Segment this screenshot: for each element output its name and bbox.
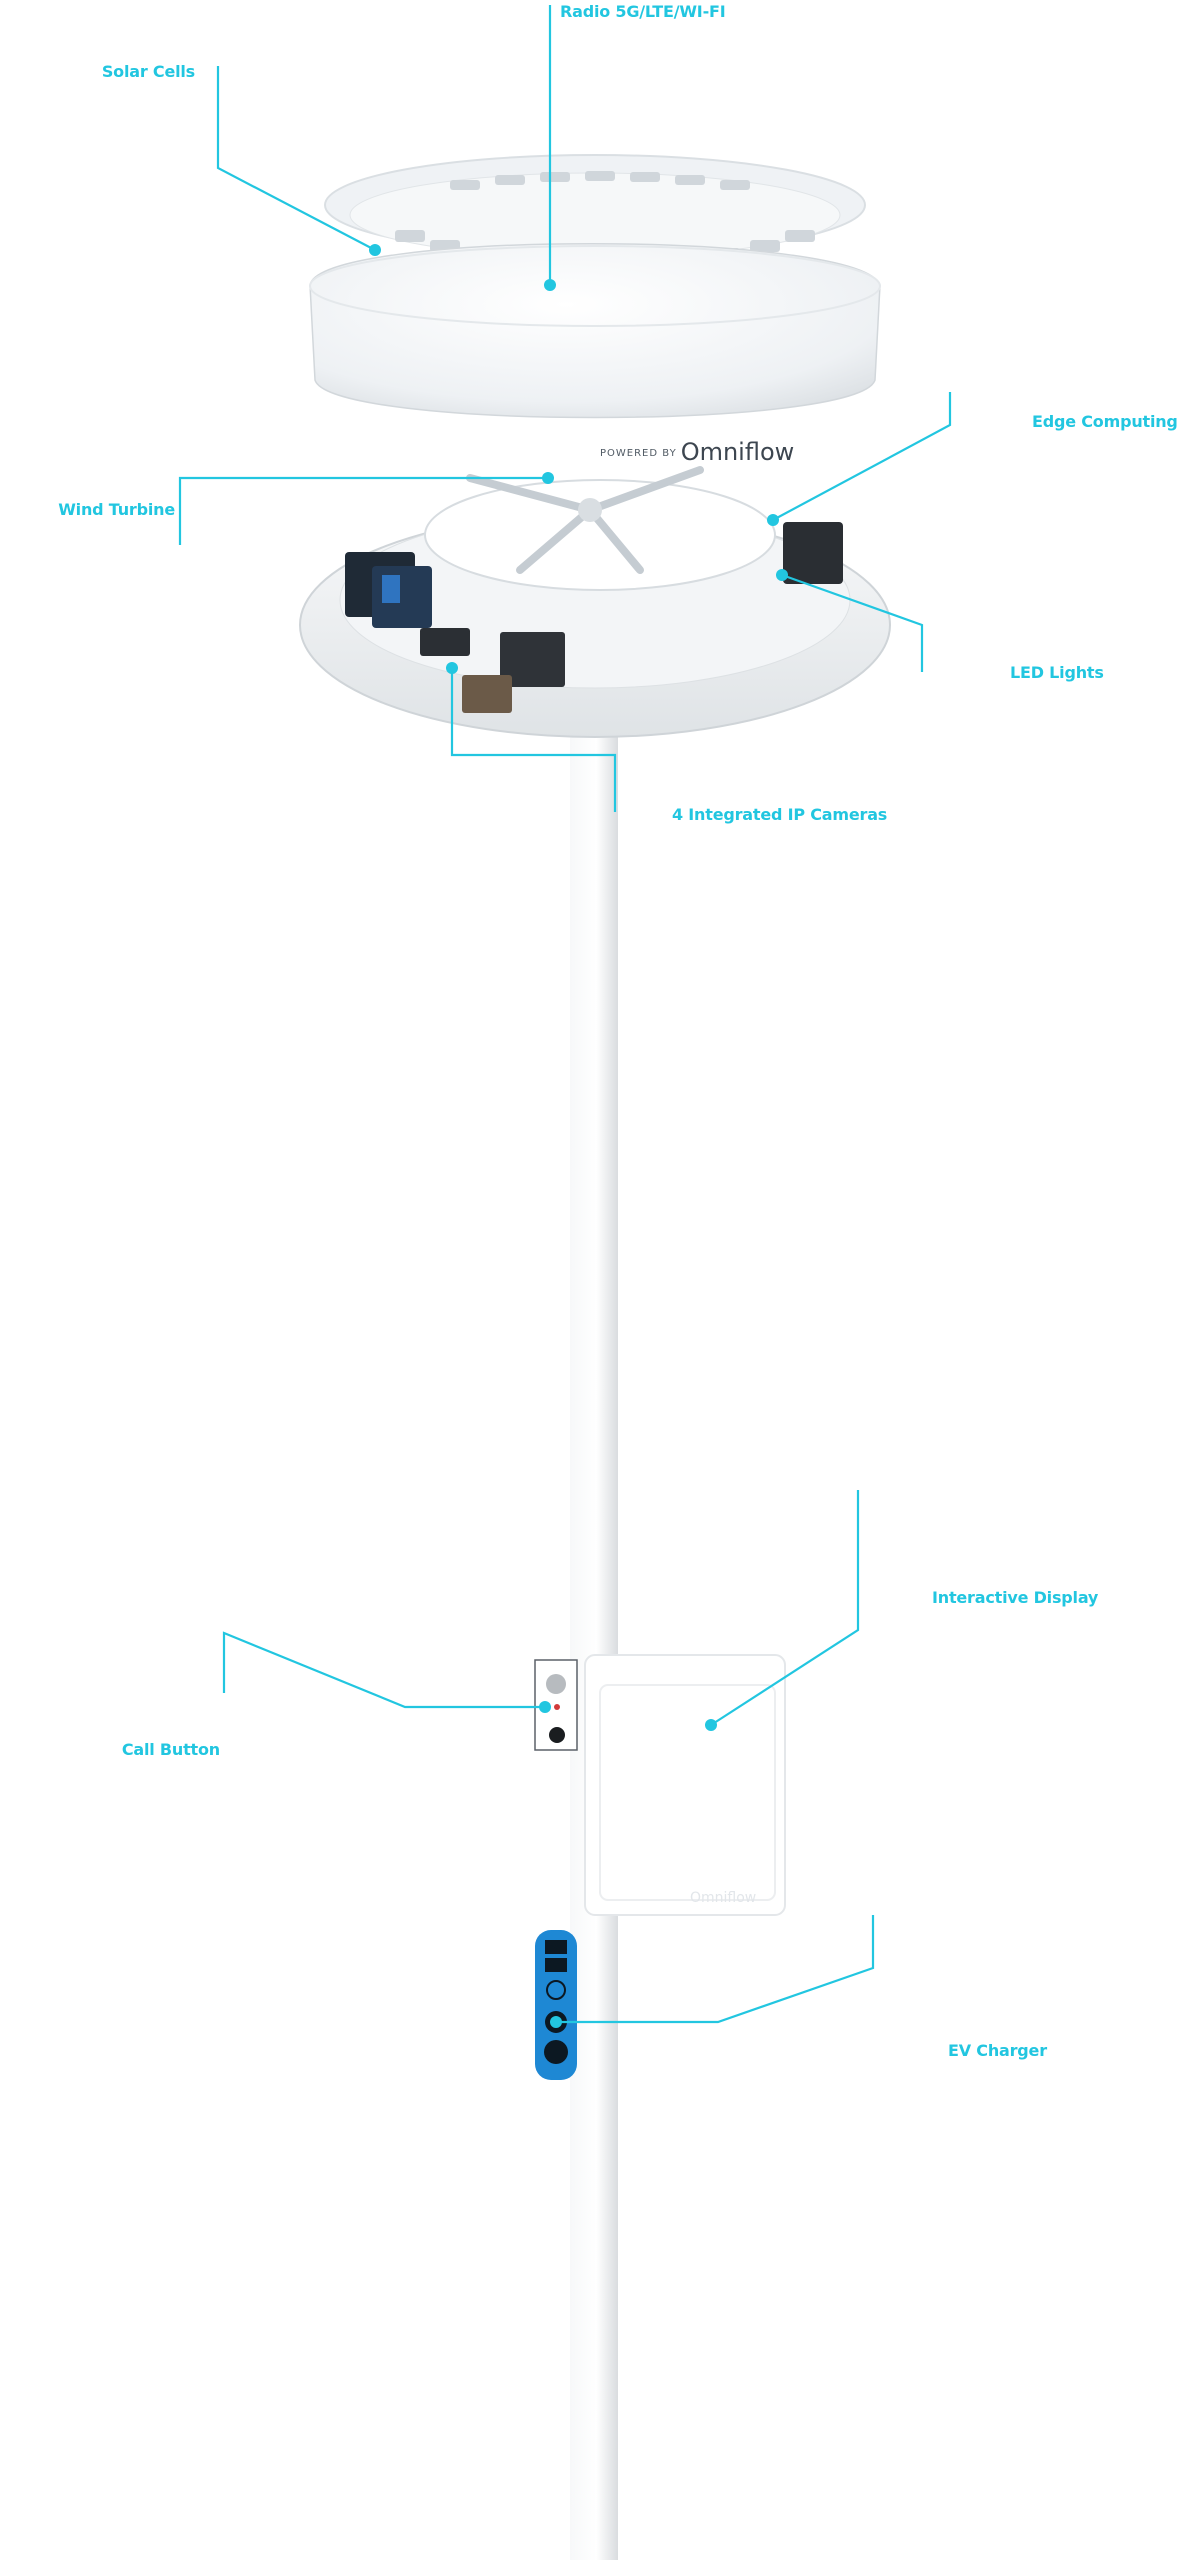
battery-icon (345, 552, 432, 628)
callout-solar: Solar Cells (102, 62, 195, 86)
powered-by-label: POWERED BY (600, 448, 677, 459)
callout-title: Interactive Display (932, 1588, 1099, 1607)
ev-marker (550, 2016, 562, 2028)
call-marker (539, 1701, 551, 1713)
controller-box (420, 628, 470, 656)
callout-wind: Wind Turbine (58, 500, 175, 524)
callout-edge: Edge Computing (1032, 412, 1178, 436)
edge-marker (767, 514, 779, 526)
callout-title: LED Lights (1010, 663, 1104, 682)
dome-cover (309, 243, 881, 419)
callout-radio: Radio 5G/LTE/WI-FI (560, 2, 726, 26)
callout-cameras: 4 Integrated IP Cameras (672, 805, 887, 829)
edge-computing-box (783, 522, 843, 584)
pole (570, 720, 618, 2560)
callout-title: 4 Integrated IP Cameras (672, 805, 888, 824)
led-leader-line (781, 573, 924, 672)
solar-marker (369, 244, 381, 256)
ev-charger-panel (535, 1930, 577, 2080)
callout-title: EV Charger (948, 2041, 1047, 2060)
edge-leader-line (772, 392, 952, 521)
display-logo: Omniflow (690, 1890, 757, 1906)
radio-marker (544, 279, 556, 291)
speaker-icon (546, 1674, 566, 1694)
brand-name: Omniflow (680, 438, 795, 466)
display-leader-line (710, 1490, 860, 1726)
led-marker (776, 569, 788, 581)
callout-led: LED Lights (1010, 663, 1104, 687)
display-screen (599, 1684, 776, 1901)
display-marker (705, 1719, 717, 1731)
callout-title: Edge Computing (1032, 412, 1178, 431)
wind-turbine-icon (466, 466, 704, 574)
cameras-leader-line (450, 670, 617, 812)
call-leader-line (222, 1631, 545, 1709)
call-button[interactable] (549, 1727, 565, 1743)
cameras-marker (446, 662, 458, 674)
wind-marker (542, 472, 554, 484)
callout-ev: EV Charger (948, 2041, 1047, 2065)
callout-title: Solar Cells (101, 62, 195, 81)
wind-leader-line (178, 476, 548, 545)
callout-title: Wind Turbine (58, 500, 175, 519)
edge-unit-box (500, 632, 565, 687)
callout-title: Call Button (121, 1740, 220, 1759)
callout-call: Call Button (122, 1740, 220, 1764)
ev-leader-line (556, 1915, 875, 2024)
call-indicator-light (554, 1704, 560, 1710)
solar-leader-line (216, 66, 376, 251)
camera-icon (462, 675, 512, 713)
callout-display: Interactive Display (932, 1588, 1098, 1612)
callout-title: Radio 5G/LTE/WI-FI (560, 2, 726, 21)
